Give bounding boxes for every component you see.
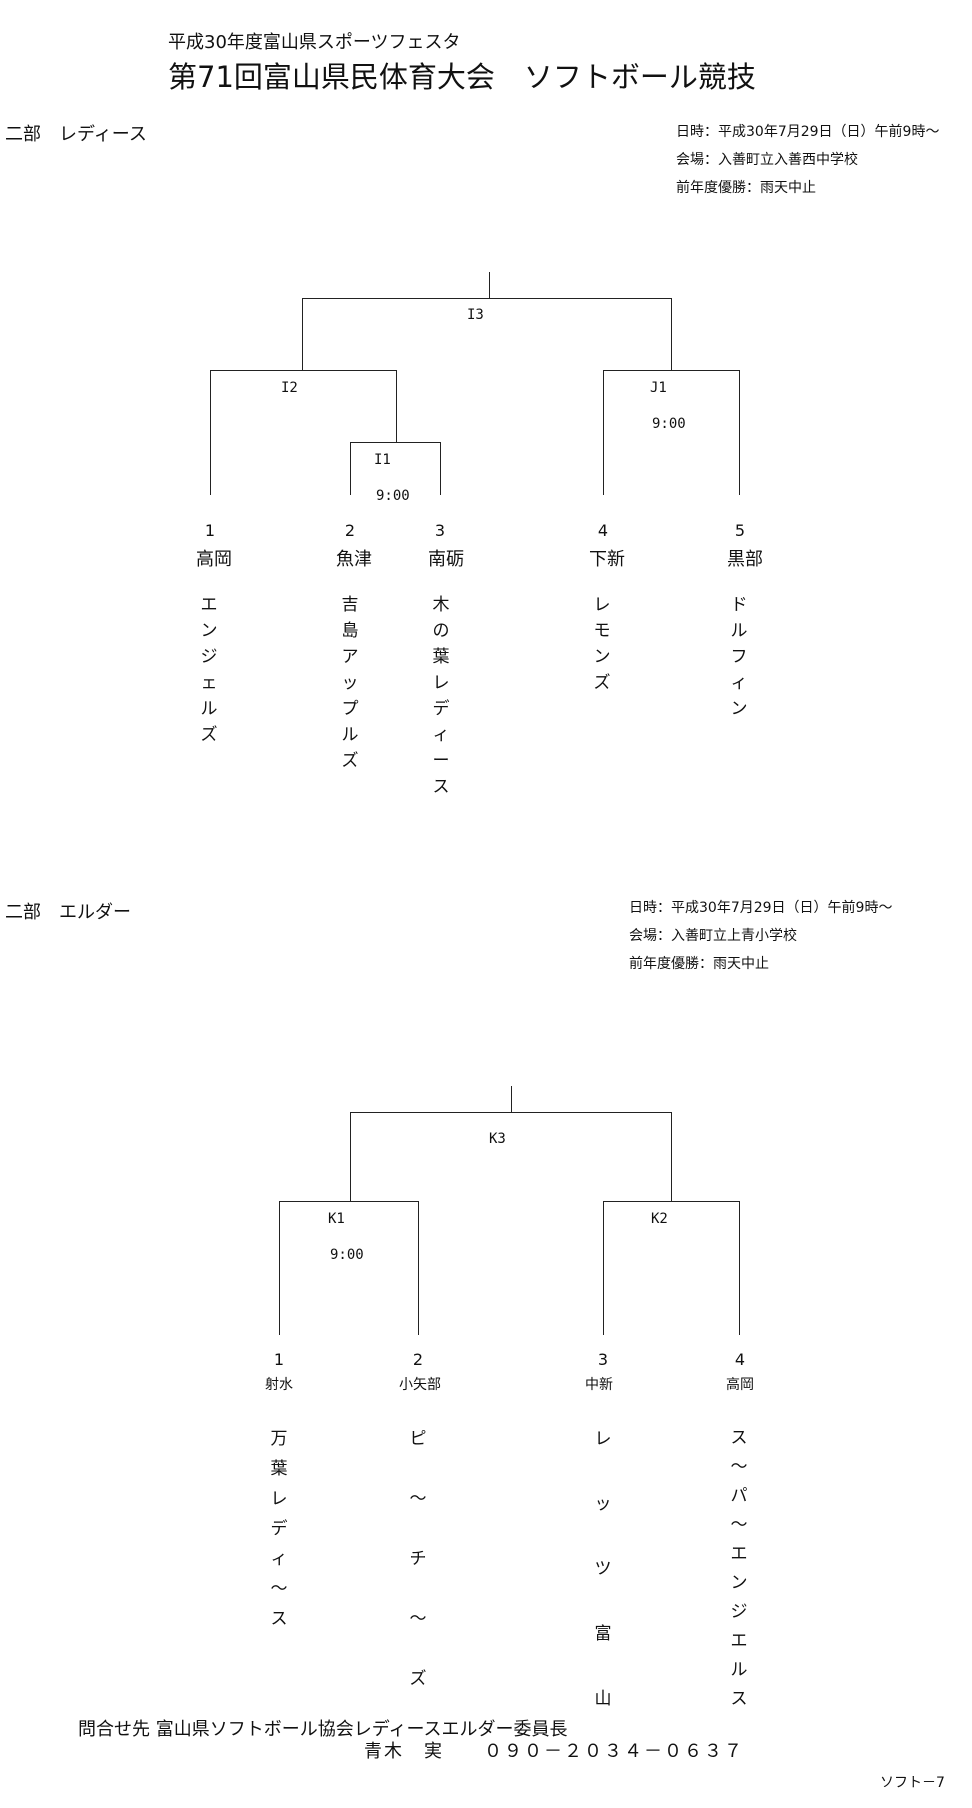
team-name: レモンズ	[593, 595, 611, 693]
bracket-line	[396, 370, 397, 442]
bracket-line	[603, 370, 740, 371]
match-label-k1: K1	[328, 1211, 345, 1227]
match-label-k3: K3	[489, 1131, 506, 1147]
match-time-i1: 9:00	[376, 488, 410, 504]
bracket-line	[671, 1112, 672, 1202]
team-seed: 3	[434, 521, 446, 540]
team-seed: 1	[273, 1350, 285, 1369]
bracket-line	[350, 442, 441, 443]
team-town: 下新	[589, 549, 625, 570]
bracket-line	[739, 370, 740, 495]
ladies-prev-winner: 前年度優勝：雨天中止	[676, 180, 816, 196]
bracket-line	[603, 370, 604, 495]
team-name: 吉島アップルズ	[341, 595, 359, 771]
team-name: ス ～ パ ～ エ ン ジ エ ル ス	[730, 1428, 748, 1709]
team-seed: 1	[204, 521, 216, 540]
team-town: 高岡	[726, 1377, 754, 1393]
bracket-line	[302, 298, 303, 370]
ladies-section-title: 二部 レディース	[5, 124, 147, 145]
ladies-venue: 会場：入善町立入善西中学校	[676, 152, 858, 168]
team-name: エンジェルズ	[200, 595, 218, 745]
team-town: 魚津	[336, 549, 372, 570]
team-town: 小矢部	[399, 1377, 441, 1393]
match-label-i2: I2	[281, 380, 298, 396]
team-seed: 4	[734, 1350, 746, 1369]
bracket-line	[350, 442, 351, 495]
team-town: 高岡	[196, 549, 232, 570]
ladies-info: 日時：平成30年7月29日（日）午前9時～ 会場：入善町立入善西中学校 前年度優…	[676, 118, 939, 202]
team-town: 南砺	[428, 549, 464, 570]
bracket-line	[210, 370, 211, 495]
bracket-line	[350, 1112, 672, 1113]
team-town: 黒部	[727, 549, 763, 570]
team-seed: 2	[412, 1350, 424, 1369]
event-subtitle: 平成30年度富山県スポーツフェスタ	[168, 32, 461, 53]
team-name: レ ッ ツ 富 山	[594, 1429, 612, 1709]
bracket-line	[302, 298, 672, 299]
bracket-line	[511, 1086, 512, 1113]
match-label-j1: J1	[650, 380, 667, 396]
team-seed: 5	[734, 521, 746, 540]
contact-line: 問合せ先 富山県ソフトボール協会レディースエルダー委員長	[78, 1719, 568, 1740]
team-name: ドルフィン	[730, 595, 748, 719]
match-label-i1: I1	[374, 452, 391, 468]
team-seed: 3	[597, 1350, 609, 1369]
bracket-line	[418, 1201, 419, 1335]
match-time-j1: 9:00	[652, 416, 686, 432]
ladies-date: 日時：平成30年7月29日（日）午前9時～	[676, 124, 940, 140]
bracket-line	[671, 298, 672, 370]
elder-section-title: 二部 エルダー	[5, 902, 131, 923]
match-time-k1: 9:00	[330, 1247, 364, 1263]
team-name: 万 葉 レ デ ィ ～ ス	[270, 1429, 288, 1629]
team-name: ピ ～ チ ～ ズ	[409, 1429, 427, 1689]
page-number: ソフト－7	[880, 1775, 945, 1791]
team-town: 中新	[585, 1377, 613, 1393]
team-seed: 2	[344, 521, 356, 540]
team-seed: 4	[597, 521, 609, 540]
bracket-line	[603, 1201, 740, 1202]
bracket-line	[279, 1201, 419, 1202]
page-title: 第71回富山県民体育大会 ソフトボール競技	[168, 60, 756, 94]
bracket-line	[350, 1112, 351, 1202]
match-label-k2: K2	[651, 1211, 668, 1227]
bracket-line	[739, 1201, 740, 1335]
contact-person: 青木 実 ０９０－２０３４－０６３７	[364, 1741, 744, 1762]
team-name: 木の葉レディース	[432, 595, 450, 797]
elder-date: 日時：平成30年7月29日（日）午前9時～	[629, 900, 893, 916]
bracket-line	[440, 442, 441, 495]
elder-prev-winner: 前年度優勝：雨天中止	[629, 956, 769, 972]
match-label-i3: I3	[467, 307, 484, 323]
bracket-line	[489, 272, 490, 299]
elder-venue: 会場：入善町立上青小学校	[629, 928, 797, 944]
bracket-line	[210, 370, 397, 371]
bracket-line	[279, 1201, 280, 1335]
team-town: 射水	[265, 1377, 293, 1393]
elder-info: 日時：平成30年7月29日（日）午前9時～ 会場：入善町立上青小学校 前年度優勝…	[629, 894, 892, 978]
bracket-line	[603, 1201, 604, 1335]
